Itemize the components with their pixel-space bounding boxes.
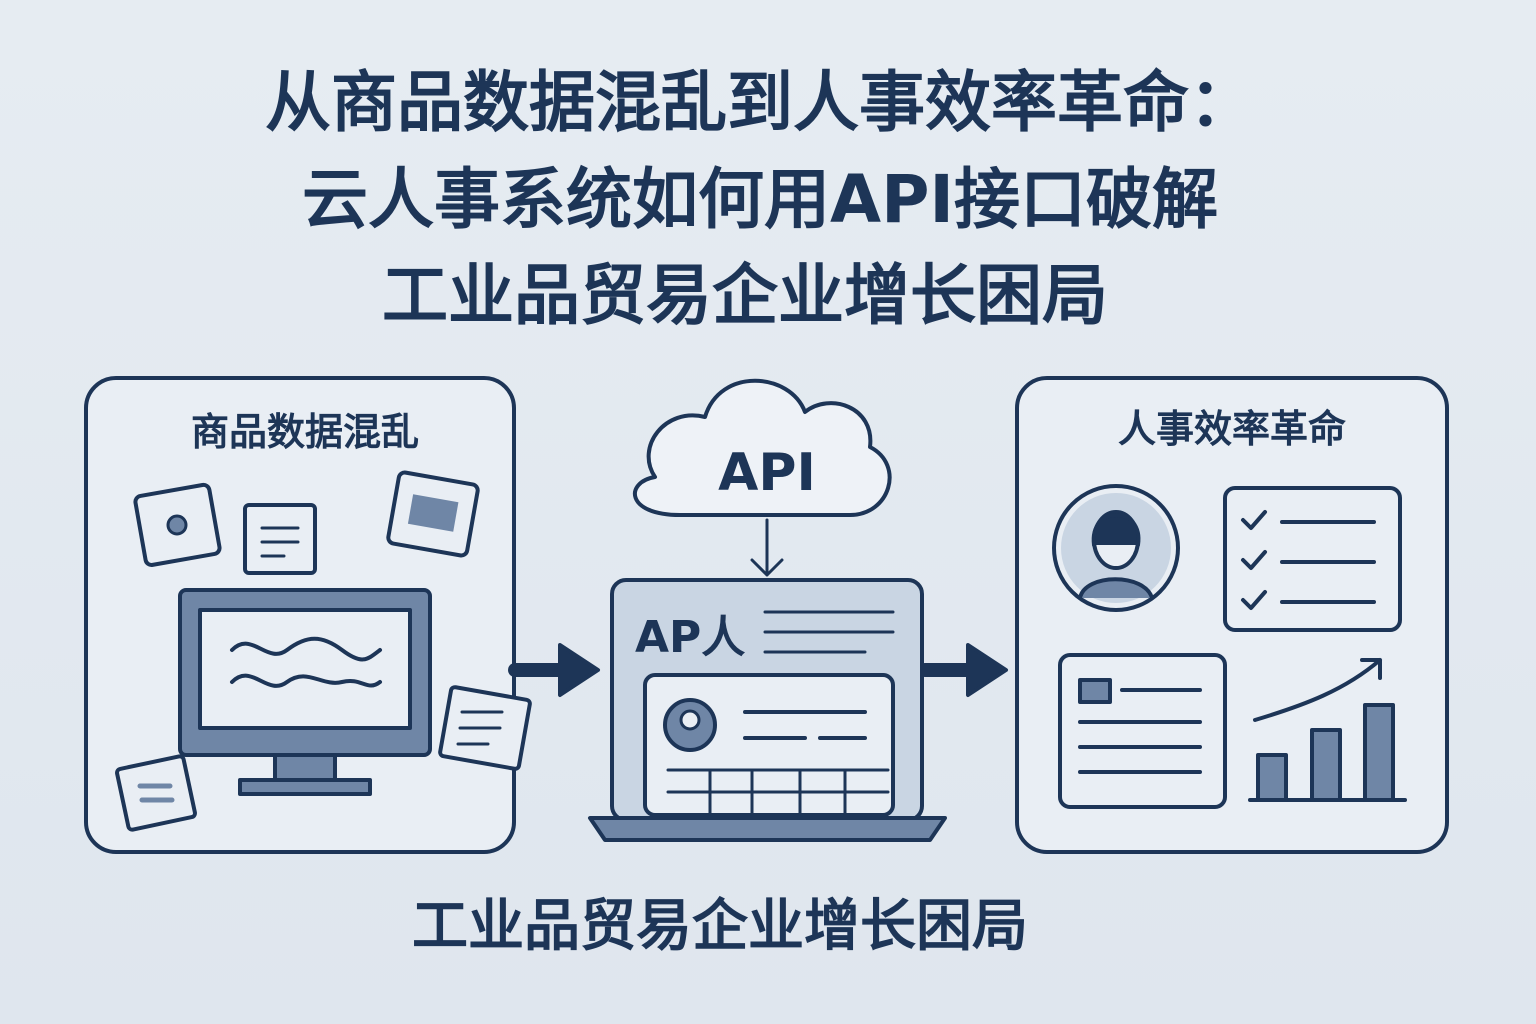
grid-card-icon <box>386 470 480 558</box>
document-card-icon <box>243 503 317 575</box>
title-line-1: 从商品数据混乱到人事效率革命： <box>265 64 1255 141</box>
gear-card-icon <box>133 482 222 567</box>
list-card-icon <box>115 754 197 832</box>
cloud-icon <box>633 378 892 517</box>
checklist-icon <box>1223 486 1402 632</box>
monitor-icon <box>178 588 432 796</box>
arrow-right-icon <box>508 643 600 697</box>
bar-chart-growth-icon <box>1248 658 1407 802</box>
note-card-icon <box>438 685 532 771</box>
footer-caption: 工业品贸易企业增长困局 <box>412 894 1028 959</box>
right-panel-label: 人事效率革命 <box>1118 407 1346 451</box>
cloud-api-label: API <box>718 443 816 503</box>
laptop-label: AP人 <box>635 612 745 663</box>
down-arrow-icon <box>750 518 784 577</box>
arrow-right-icon <box>918 643 1008 697</box>
profile-card-icon <box>1058 653 1227 809</box>
left-panel-label: 商品数据混乱 <box>191 410 419 454</box>
title-line-2: 云人事系统如何用API接口破解 <box>302 161 1218 238</box>
title-line-3: 工业品贸易企业增长困局 <box>382 257 1108 334</box>
laptop-icon <box>588 578 947 842</box>
avatar-icon <box>1052 484 1180 612</box>
